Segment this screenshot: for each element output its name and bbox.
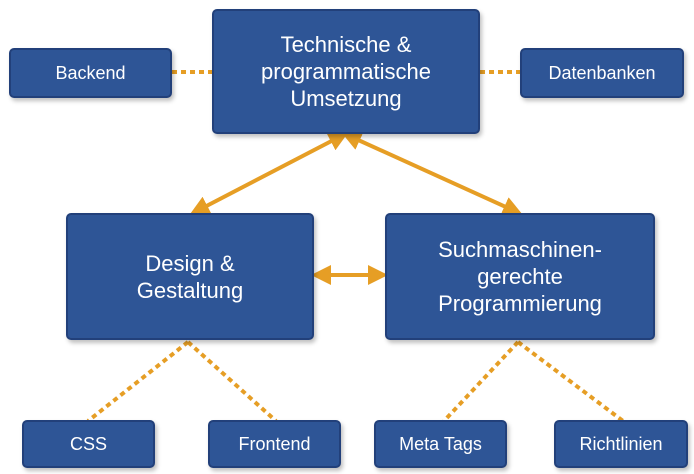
node-text-line: gerechte: [477, 264, 563, 289]
node-label: CSS: [69, 433, 107, 454]
node-label: Richtlinien: [579, 433, 663, 454]
node-text-line: Umsetzung: [290, 86, 402, 111]
node-label: Meta Tags: [399, 433, 482, 454]
node-suchmaschinen-programmierung: Suchmaschinen- gerechte Programmierung: [385, 213, 655, 340]
node-datenbanken: Datenbanken: [520, 48, 684, 98]
node-label: Datenbanken: [548, 62, 656, 83]
node-text-line: Design &: [145, 250, 235, 276]
arrow-top-left: [189, 132, 349, 215]
arrow-top-right: [341, 131, 523, 216]
node-text-line: Gestaltung: [136, 277, 244, 303]
node-text-line: Programmierung: [438, 291, 602, 316]
node-css: CSS: [22, 420, 155, 468]
node-meta-tags: Meta Tags: [374, 420, 507, 468]
node-label: Backend: [55, 62, 126, 83]
node-label: Frontend: [238, 433, 311, 454]
node-design-gestaltung: Design & Gestaltung: [66, 213, 314, 340]
dotted-line-metatags: [442, 340, 520, 423]
dotted-line-css: [86, 340, 190, 423]
node-backend: Backend: [9, 48, 172, 98]
dotted-line-frontend: [186, 340, 278, 423]
node-technische-umsetzung: Technische & programmatische Umsetzung: [212, 9, 480, 134]
node-text-line: Suchmaschinen-: [438, 237, 602, 262]
node-text-line: programmatische: [261, 59, 431, 84]
node-richtlinien: Richtlinien: [554, 420, 688, 468]
dotted-line-richtlinien: [516, 340, 625, 423]
node-frontend: Frontend: [208, 420, 341, 468]
node-text-line: Technische &: [280, 32, 412, 57]
